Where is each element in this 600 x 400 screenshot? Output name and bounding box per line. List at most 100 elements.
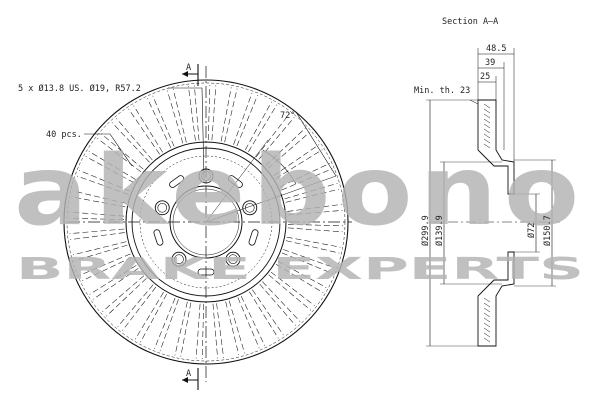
section-title: Section A–A xyxy=(442,17,498,27)
dim-48-5-label: 48.5 xyxy=(486,44,506,54)
vane-line xyxy=(233,92,253,145)
vane-line xyxy=(270,271,315,306)
vane-line xyxy=(287,227,343,233)
vane-line xyxy=(287,210,343,216)
section-hatch-line xyxy=(483,327,491,333)
vane-line xyxy=(89,265,137,295)
vane-line xyxy=(69,228,125,234)
hat-slot xyxy=(169,175,185,188)
vane-line xyxy=(72,241,127,256)
vane-line xyxy=(159,299,179,352)
bolt-hole-inner xyxy=(201,171,211,181)
hat-slot xyxy=(197,268,215,276)
vane-line xyxy=(287,204,342,212)
bolt-hole-inner xyxy=(244,202,255,213)
bolt-hole-group xyxy=(154,168,258,267)
bolt-hole xyxy=(171,251,187,267)
vane-line xyxy=(152,95,175,147)
bolt-spec-label: 5 x Ø13.8 US. Ø19, R57.2 xyxy=(18,83,141,94)
section-hatch-line xyxy=(483,317,491,323)
vane-line xyxy=(267,132,310,169)
vane-line xyxy=(208,85,211,141)
vane-line xyxy=(276,264,324,294)
vane-line xyxy=(220,87,232,142)
vane-line xyxy=(106,278,147,317)
vane-line xyxy=(97,138,142,173)
vane-line xyxy=(79,253,131,276)
vane-line xyxy=(70,232,125,240)
vane-line xyxy=(71,196,126,208)
section-hatch-line xyxy=(483,133,491,139)
vane-line xyxy=(265,127,306,166)
vane-line xyxy=(211,85,217,141)
angle-leader-1 xyxy=(205,139,269,223)
vane-line xyxy=(248,104,278,152)
vane-line xyxy=(286,236,341,248)
dia-299-9-label: Ø299.9 xyxy=(420,215,431,246)
hat-slot xyxy=(248,229,259,246)
section-vane-hatch xyxy=(483,103,491,343)
section-hatch-line xyxy=(483,307,491,313)
vane-line xyxy=(116,118,153,161)
vane-line xyxy=(273,144,320,176)
vane-line xyxy=(245,101,272,151)
section-hatch-line xyxy=(483,322,491,328)
vane-line xyxy=(237,297,260,349)
section-mark-top: A xyxy=(186,63,191,73)
vane-line xyxy=(122,286,157,331)
vane-line xyxy=(194,85,200,141)
bolt-hole xyxy=(198,168,214,184)
hat-slot xyxy=(153,229,164,246)
section-hatch-line xyxy=(483,103,491,109)
watermark-tagline: BRAKE EXPERTS xyxy=(16,252,584,287)
dim-25-label: 25 xyxy=(480,72,490,82)
min-thickness-leader xyxy=(469,99,479,105)
disc-outer-edge xyxy=(63,79,349,365)
vane-line xyxy=(74,244,128,261)
vane-group xyxy=(69,85,343,359)
watermark-brand: akebono xyxy=(14,135,586,247)
vane-line xyxy=(225,301,240,356)
vane-line xyxy=(268,274,311,311)
vane-line xyxy=(275,149,323,179)
section-hatch-line xyxy=(483,123,491,129)
vane-line xyxy=(228,300,245,354)
disc-outer-edge-inner-line xyxy=(66,82,346,362)
disc-friction-inner-edge xyxy=(125,141,287,303)
vane-line xyxy=(249,291,279,339)
vane-line xyxy=(258,117,295,160)
vane-count-leader xyxy=(84,133,133,167)
vane-line xyxy=(285,188,340,203)
vane-line xyxy=(92,268,139,300)
min-thickness-label: Min. th. 23 xyxy=(414,86,470,96)
vane-line xyxy=(134,292,164,340)
bolt-spec-leader xyxy=(168,87,205,179)
vane-line xyxy=(102,275,145,312)
center-bore-chamfer xyxy=(172,188,240,256)
vane-line xyxy=(259,283,296,326)
vane-line xyxy=(277,261,327,288)
vane-line xyxy=(76,175,129,195)
section-hatch-line xyxy=(483,128,491,134)
vane-line xyxy=(240,295,266,346)
section-hatch-line xyxy=(483,138,491,144)
vane-line xyxy=(212,303,218,359)
vane-line xyxy=(82,256,133,282)
section-mark-bottom: A xyxy=(186,369,191,379)
vane-line xyxy=(195,303,201,359)
bolt-hole xyxy=(154,200,170,216)
vane-line xyxy=(180,302,192,357)
section-hatch-line xyxy=(483,337,491,343)
section-profile-top xyxy=(477,99,515,195)
vane-line xyxy=(133,105,163,153)
vane-line xyxy=(117,284,154,327)
section-hatch-line xyxy=(483,113,491,119)
vane-line xyxy=(283,249,336,269)
vane-line xyxy=(255,113,290,158)
section-hatch-line xyxy=(483,297,491,303)
dim-39-label: 39 xyxy=(485,58,495,68)
vane-line xyxy=(236,94,258,147)
bolt-hole xyxy=(242,200,258,216)
